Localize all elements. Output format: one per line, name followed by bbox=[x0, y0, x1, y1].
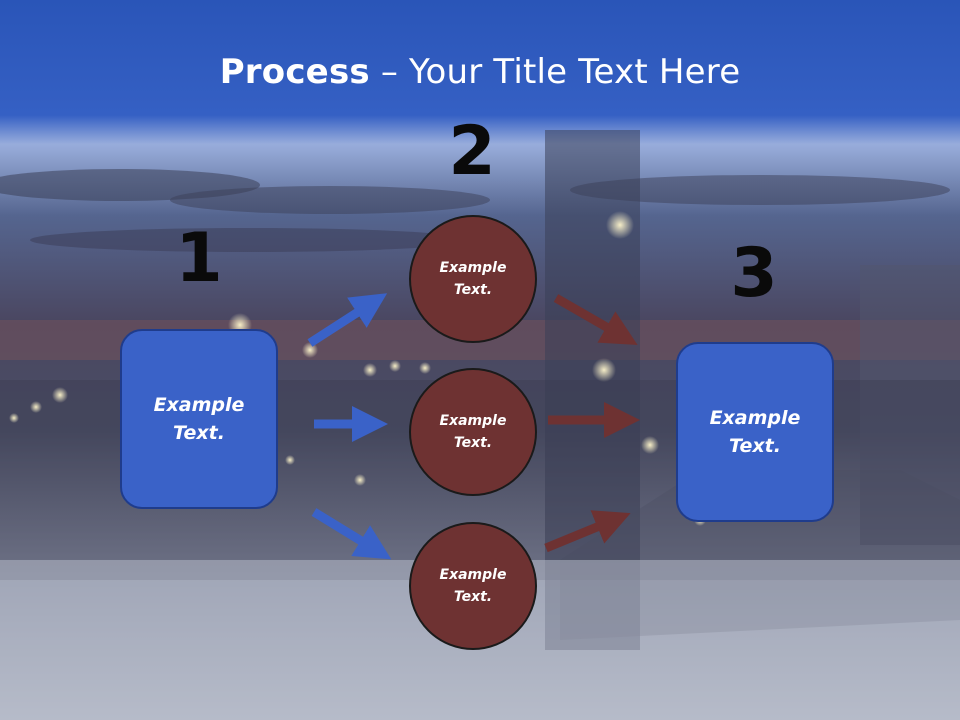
left-box: Example Text. bbox=[120, 329, 278, 509]
right-box-text: Example Text. bbox=[709, 406, 801, 458]
left-box-text: Example Text. bbox=[153, 393, 245, 445]
step-number-1: 1 bbox=[175, 219, 223, 298]
title-bold: Process bbox=[219, 52, 370, 92]
right-box: Example Text. bbox=[676, 342, 834, 522]
circle-top: Example Text. bbox=[409, 215, 537, 343]
circle-middle: Example Text. bbox=[409, 368, 537, 496]
slide-title: Process – Your Title Text Here bbox=[0, 52, 960, 92]
circle-top-text: Example Text. bbox=[439, 259, 507, 298]
circle-bottom: Example Text. bbox=[409, 522, 537, 650]
circle-middle-text: Example Text. bbox=[439, 412, 507, 451]
step-number-2: 2 bbox=[448, 112, 496, 191]
step-number-3: 3 bbox=[730, 234, 778, 313]
circle-bottom-text: Example Text. bbox=[439, 566, 507, 605]
title-rest: – Your Title Text Here bbox=[369, 52, 741, 92]
